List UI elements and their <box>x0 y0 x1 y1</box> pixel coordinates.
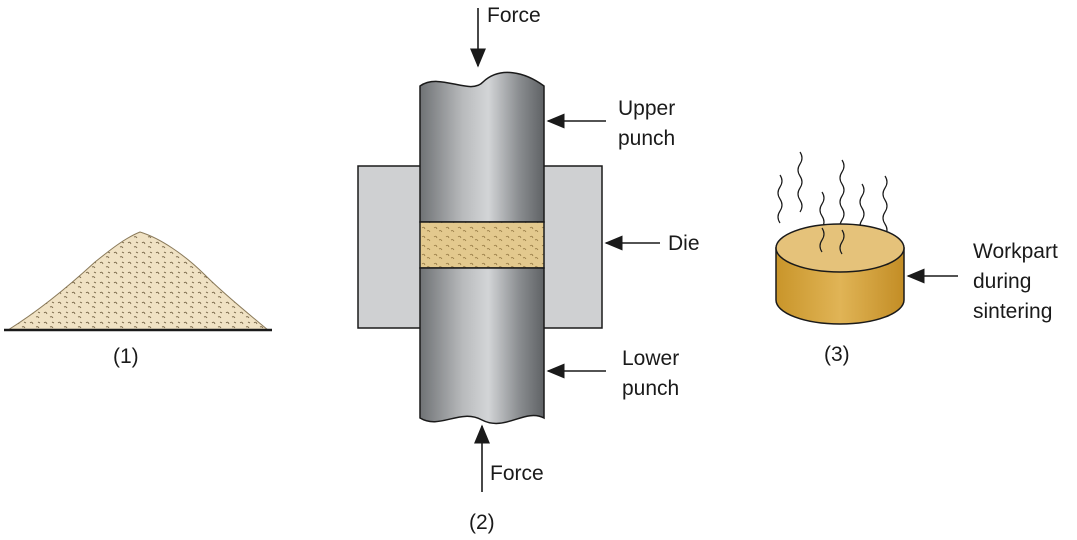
powder-pile <box>4 231 272 332</box>
lower-punch-label-line1: Lower <box>622 347 679 370</box>
workpart-label-line1: Workpart <box>973 240 1058 263</box>
upper-punch-label-line2: punch <box>618 127 675 150</box>
die-label: Die <box>668 232 700 255</box>
force-top-label: Force <box>487 4 541 27</box>
heat-lines-front <box>819 227 845 255</box>
force-bottom-label: Force <box>490 462 544 485</box>
step-2-label: (2) <box>469 511 495 534</box>
lower-punch-label-line2: punch <box>622 377 679 400</box>
step-1-label: (1) <box>113 345 139 368</box>
lower-punch <box>419 267 545 425</box>
step-3-label: (3) <box>824 343 850 366</box>
workpart-label-line2: during <box>973 270 1031 293</box>
upper-punch-label-line1: Upper <box>618 97 675 120</box>
workpart-disc <box>775 223 905 325</box>
compacted-powder <box>419 221 545 269</box>
workpart-label-line3: sintering <box>973 300 1052 323</box>
upper-punch <box>419 71 545 223</box>
